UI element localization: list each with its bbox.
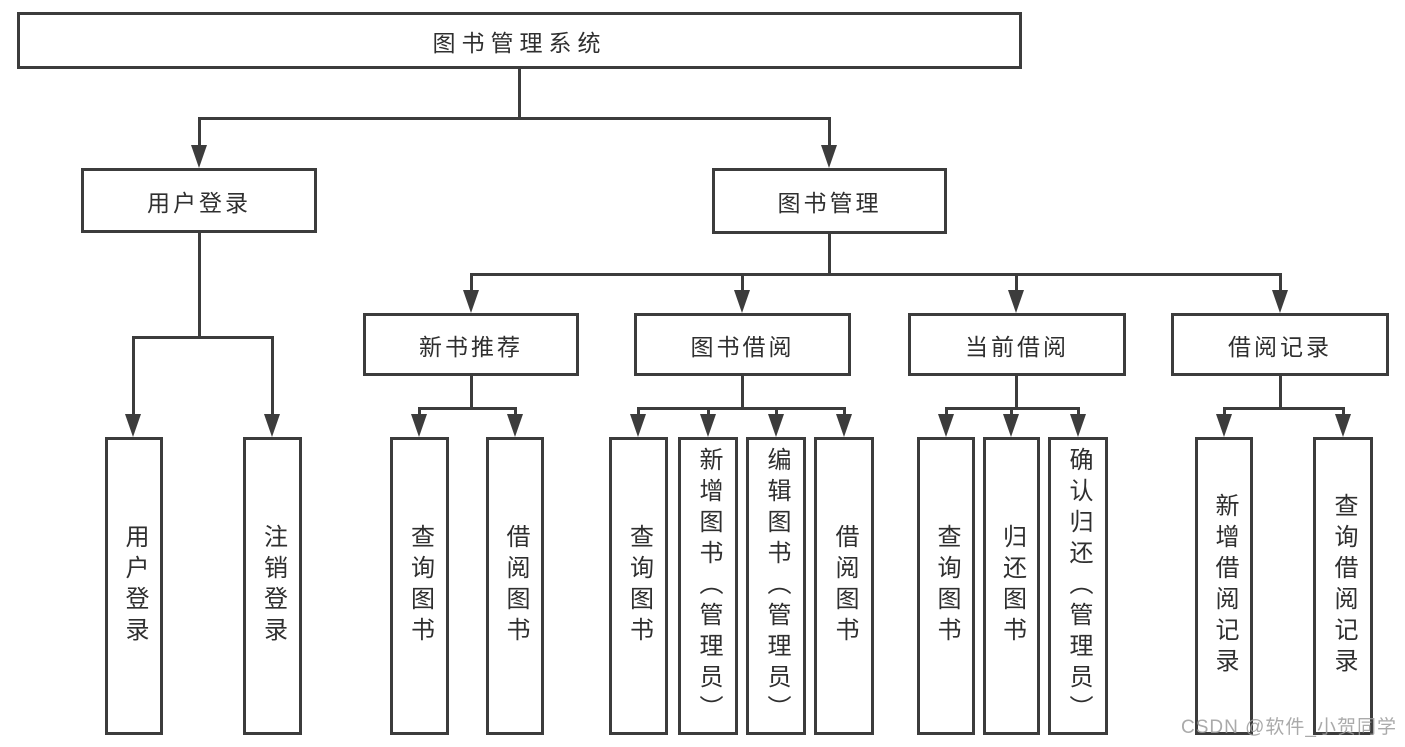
connector-line: [198, 117, 201, 150]
leaf-borrow-books: 借阅图书: [814, 437, 874, 735]
connector-line: [707, 407, 710, 419]
arrowhead-down-icon: [1003, 414, 1019, 437]
arrowhead-down-icon: [768, 414, 784, 437]
connector-line: [470, 273, 1282, 276]
leaf-return-books: 归还图书: [983, 437, 1040, 735]
node-label: 查询借阅记录: [1330, 493, 1357, 679]
node-borrowing-records: 借阅记录: [1171, 313, 1389, 376]
node-label: 借阅记录: [1228, 333, 1332, 360]
arrowhead-down-icon: [507, 414, 523, 437]
leaf-query-borrow-record: 查询借阅记录: [1313, 437, 1373, 735]
connector-line: [775, 407, 778, 419]
leaf-edit-books-admin: 编辑图书（管理员）: [746, 437, 806, 735]
connector-line: [132, 336, 274, 339]
connector-line: [518, 69, 521, 117]
arrowhead-down-icon: [836, 414, 852, 437]
arrowhead-down-icon: [264, 414, 280, 437]
arrowhead-down-icon: [700, 414, 716, 437]
node-new-book-recommend: 新书推荐: [363, 313, 579, 376]
connector-line: [828, 117, 831, 150]
leaf-query-books-current: 查询图书: [917, 437, 975, 735]
arrowhead-down-icon: [630, 414, 646, 437]
connector-line: [198, 232, 201, 336]
node-label: 查询图书: [625, 524, 653, 648]
connector-line: [1010, 407, 1013, 419]
connector-line: [828, 234, 831, 273]
node-book-management: 图书管理: [712, 168, 947, 234]
arrowhead-down-icon: [411, 414, 427, 437]
connector-line: [1279, 376, 1282, 407]
node-label: 注销登录: [259, 524, 287, 648]
node-current-borrowing: 当前借阅: [908, 313, 1126, 376]
arrowhead-down-icon: [1335, 414, 1351, 437]
node-label: 用户登录: [121, 524, 148, 648]
connector-line: [945, 407, 948, 419]
node-label: 编辑图书（管理员）: [763, 446, 790, 726]
connector-line: [271, 336, 274, 418]
node-label: 当前借阅: [965, 333, 1069, 360]
connector-line: [637, 407, 846, 410]
connector-line: [470, 376, 473, 407]
arrowhead-down-icon: [125, 414, 141, 437]
connector-line: [418, 407, 517, 410]
connector-line: [637, 407, 640, 419]
connector-line: [132, 336, 135, 418]
node-root-library-system: 图书管理系统: [17, 12, 1022, 69]
connector-line: [843, 407, 846, 419]
node-label: 图书管理系统: [432, 29, 607, 56]
node-book-borrowing: 图书借阅: [634, 313, 851, 376]
arrowhead-down-icon: [821, 145, 837, 168]
node-label: 借阅图书: [502, 524, 529, 648]
node-label: 图书借阅: [690, 333, 795, 360]
leaf-query-books-borrow: 查询图书: [609, 437, 668, 735]
arrowhead-down-icon: [463, 290, 479, 313]
connector-line: [1223, 407, 1344, 410]
connector-line: [418, 407, 421, 419]
node-label: 查询图书: [406, 524, 434, 648]
node-label: 新增借阅记录: [1211, 493, 1238, 679]
arrowhead-down-icon: [734, 290, 750, 313]
csdn-watermark: CSDN @软件_小贺同学: [1181, 717, 1397, 738]
leaf-borrow-books-recommend: 借阅图书: [486, 437, 544, 735]
node-label: 归还图书: [998, 524, 1026, 648]
connector-line: [514, 407, 517, 419]
arrowhead-down-icon: [191, 145, 207, 168]
arrowhead-down-icon: [1272, 290, 1288, 313]
connector-line: [470, 273, 473, 293]
connector-line: [1279, 273, 1282, 293]
leaf-add-books-admin: 新增图书（管理员）: [678, 437, 738, 735]
leaf-add-borrow-record: 新增借阅记录: [1195, 437, 1253, 735]
connector-line: [1015, 273, 1018, 293]
arrowhead-down-icon: [1008, 290, 1024, 313]
connector-line: [1342, 407, 1345, 419]
leaf-query-books-recommend: 查询图书: [390, 437, 449, 735]
arrowhead-down-icon: [938, 414, 954, 437]
arrowhead-down-icon: [1216, 414, 1232, 437]
connector-line: [1015, 376, 1018, 407]
connector-line: [741, 376, 744, 407]
leaf-confirm-return-admin: 确认归还（管理员）: [1048, 437, 1108, 735]
arrowhead-down-icon: [1070, 414, 1086, 437]
connector-line: [1077, 407, 1080, 419]
node-label: 查询图书: [933, 524, 960, 648]
node-label: 图书管理: [777, 190, 882, 216]
leaf-user-login: 用户登录: [105, 437, 163, 735]
connector-line: [198, 117, 831, 120]
node-label: 用户登录: [147, 189, 251, 216]
connector-line: [741, 273, 744, 293]
node-label: 确认归还（管理员）: [1065, 446, 1092, 726]
node-label: 新增图书（管理员）: [695, 446, 722, 726]
node-label: 新书推荐: [419, 333, 523, 360]
leaf-logout: 注销登录: [243, 437, 302, 735]
node-user-login: 用户登录: [81, 168, 317, 233]
connector-line: [1223, 407, 1226, 419]
node-label: 借阅图书: [831, 524, 858, 648]
